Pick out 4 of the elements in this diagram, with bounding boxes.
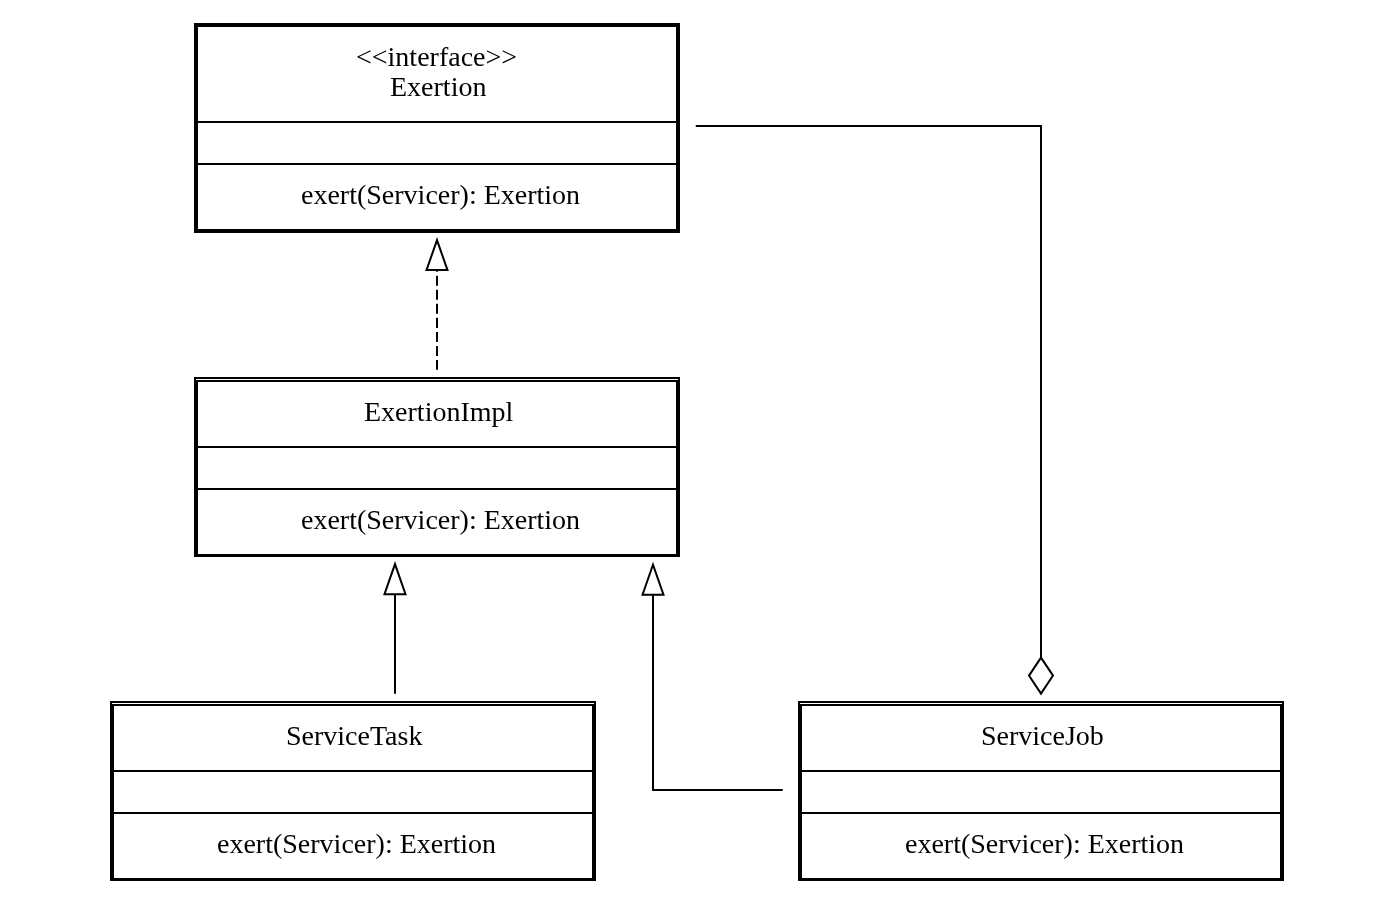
- arrow: [640, 561, 784, 791]
- connector: [694, 125, 1054, 696]
- arrow: [424, 237, 449, 371]
- arrow: [382, 561, 407, 695]
